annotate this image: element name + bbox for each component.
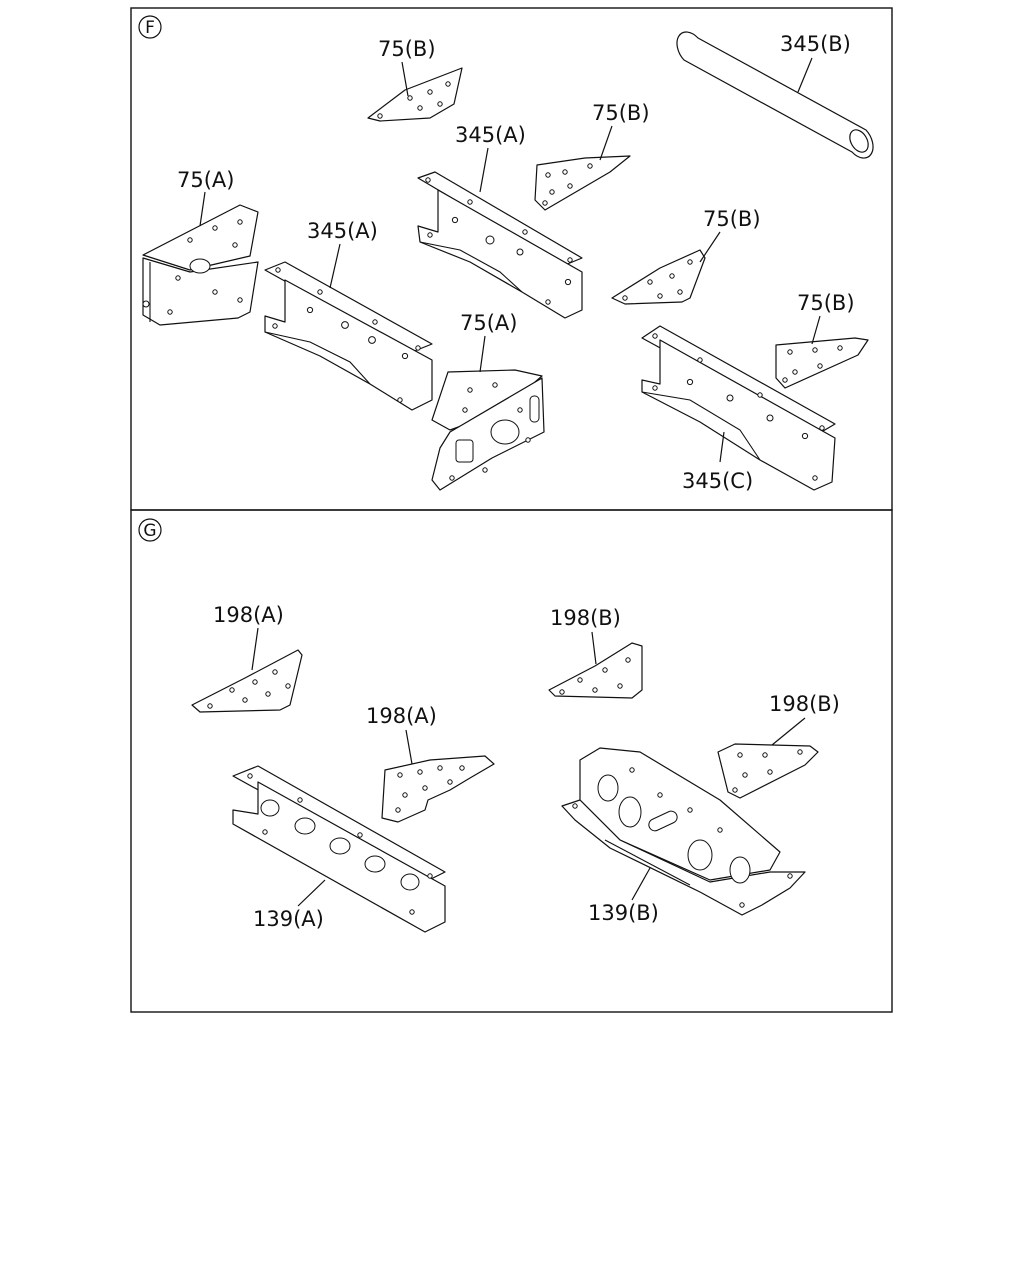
channel-345c: [641, 325, 836, 491]
label-345a-lower: 345(A): [307, 219, 378, 243]
leader-198b-top: [591, 631, 597, 665]
leader-75a-left: [199, 191, 206, 227]
label-75a-center: 75(A): [460, 311, 517, 335]
label-75b-top: 75(B): [378, 37, 436, 61]
panel-g-frame: [130, 509, 893, 1013]
frame-139b: [561, 747, 806, 916]
label-75b-lower-right: 75(B): [797, 291, 855, 315]
plate-75b-lower-right: [775, 337, 869, 389]
panel-f-key: F: [138, 15, 162, 39]
channel-345a-upper: [417, 171, 583, 319]
label-345a-upper: 345(A): [455, 123, 526, 147]
panel-g-key: G: [138, 518, 162, 542]
plate-75b-mid: [534, 155, 631, 211]
leader-198b-right: [771, 717, 806, 746]
label-139b: 139(B): [588, 901, 659, 925]
bracket-75a-left: [142, 204, 259, 326]
label-198b-top: 198(B): [550, 606, 621, 630]
tube-345b: [676, 31, 874, 159]
plate-75b-right: [611, 249, 706, 305]
plate-198a-mid: [381, 755, 495, 823]
leader-198a-top: [251, 627, 259, 671]
leader-75b-top: [401, 61, 409, 97]
panel-g-key-text: G: [143, 521, 156, 541]
plate-198a-top: [191, 649, 303, 713]
label-75b-right: 75(B): [703, 207, 761, 231]
bracket-75a-center: [431, 369, 545, 491]
channel-139a: [232, 765, 446, 933]
leader-75b-right: [699, 231, 721, 263]
leader-198a-mid: [405, 729, 413, 765]
label-75b-mid: 75(B): [592, 101, 650, 125]
leader-75a-center: [479, 335, 486, 373]
label-345b: 345(B): [780, 32, 851, 56]
leader-75b-mid: [599, 125, 613, 161]
label-139a: 139(A): [253, 907, 324, 931]
label-198b-right: 198(B): [769, 692, 840, 716]
label-198a-mid: 198(A): [366, 704, 437, 728]
plate-75b-top: [367, 67, 463, 122]
label-198a-top: 198(A): [213, 603, 284, 627]
label-345c: 345(C): [682, 469, 753, 493]
label-75a-left: 75(A): [177, 168, 234, 192]
panel-f-key-text: F: [145, 18, 155, 38]
leader-345b: [797, 57, 813, 93]
leader-345a-lower: [329, 243, 341, 289]
plate-198b-top: [548, 642, 643, 699]
plate-198b-right: [717, 743, 819, 799]
leader-345c: [719, 431, 725, 463]
leader-139a: [297, 879, 326, 907]
leader-75b-lower-right: [811, 315, 821, 345]
leader-139b: [631, 867, 651, 901]
leader-345a-upper: [479, 147, 489, 193]
channel-345a-lower: [264, 261, 433, 411]
